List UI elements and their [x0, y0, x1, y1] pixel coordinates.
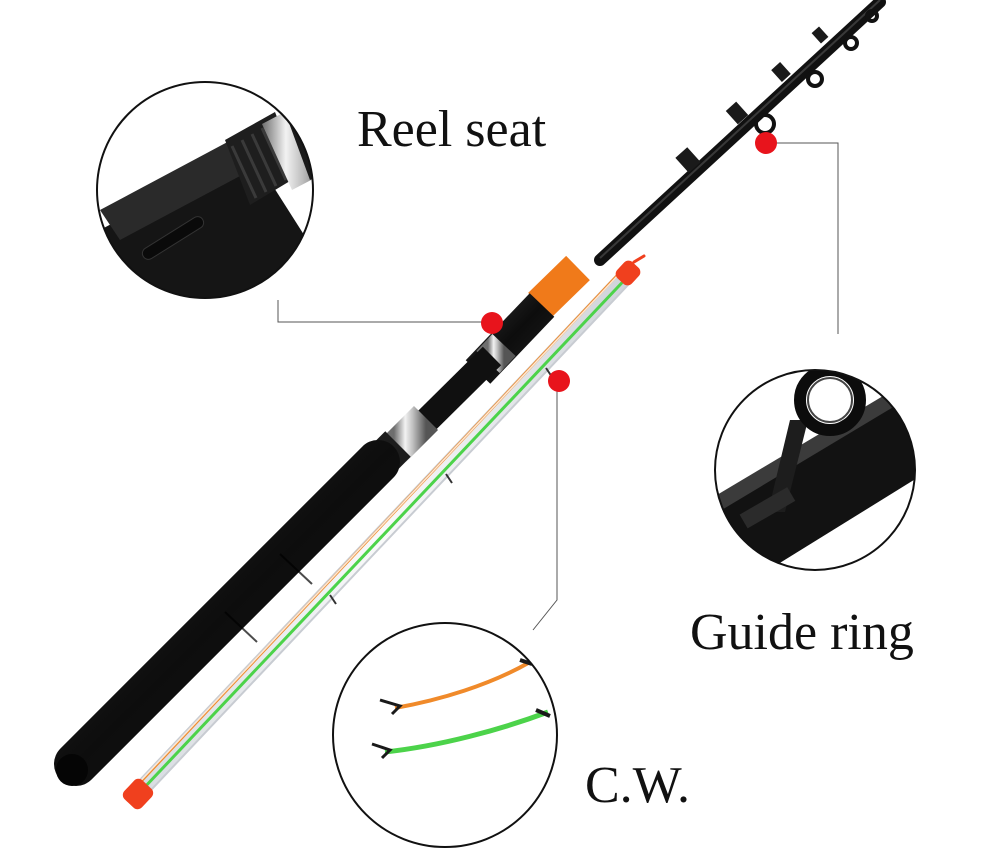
callout-dot-reel-seat: [481, 312, 503, 334]
rod-reel-seat: [381, 405, 439, 463]
callout-dot-cw: [548, 370, 570, 392]
callout-label-guide-ring: Guide ring: [690, 604, 914, 661]
rod-guide-ring: [754, 113, 776, 135]
zoom-circle-reel-seat: [96, 81, 314, 299]
callout-dots: [481, 132, 777, 392]
zoom-circle-guide-ring: [714, 369, 916, 571]
callout-dot-guide-ring: [755, 132, 777, 154]
tube-cap-bottom: [122, 778, 154, 810]
tube-cap-top: [615, 260, 641, 286]
rod-tip-section: [594, 0, 886, 266]
callout-label-cw: C.W.: [585, 757, 690, 814]
spare-tip-green: [140, 268, 636, 792]
rod-orange-foam: [528, 255, 590, 318]
zoom-circle-cw: [332, 622, 558, 848]
callout-label-reel-seat: Reel seat: [357, 101, 547, 158]
leader-lines: [277, 142, 839, 631]
leader-line-guide-ring: [766, 142, 839, 334]
tip-tube: [122, 254, 646, 810]
fishing-rod: [54, 0, 886, 786]
leader-line-reel-seat: [277, 300, 488, 323]
leader-line-cw: [532, 382, 558, 631]
